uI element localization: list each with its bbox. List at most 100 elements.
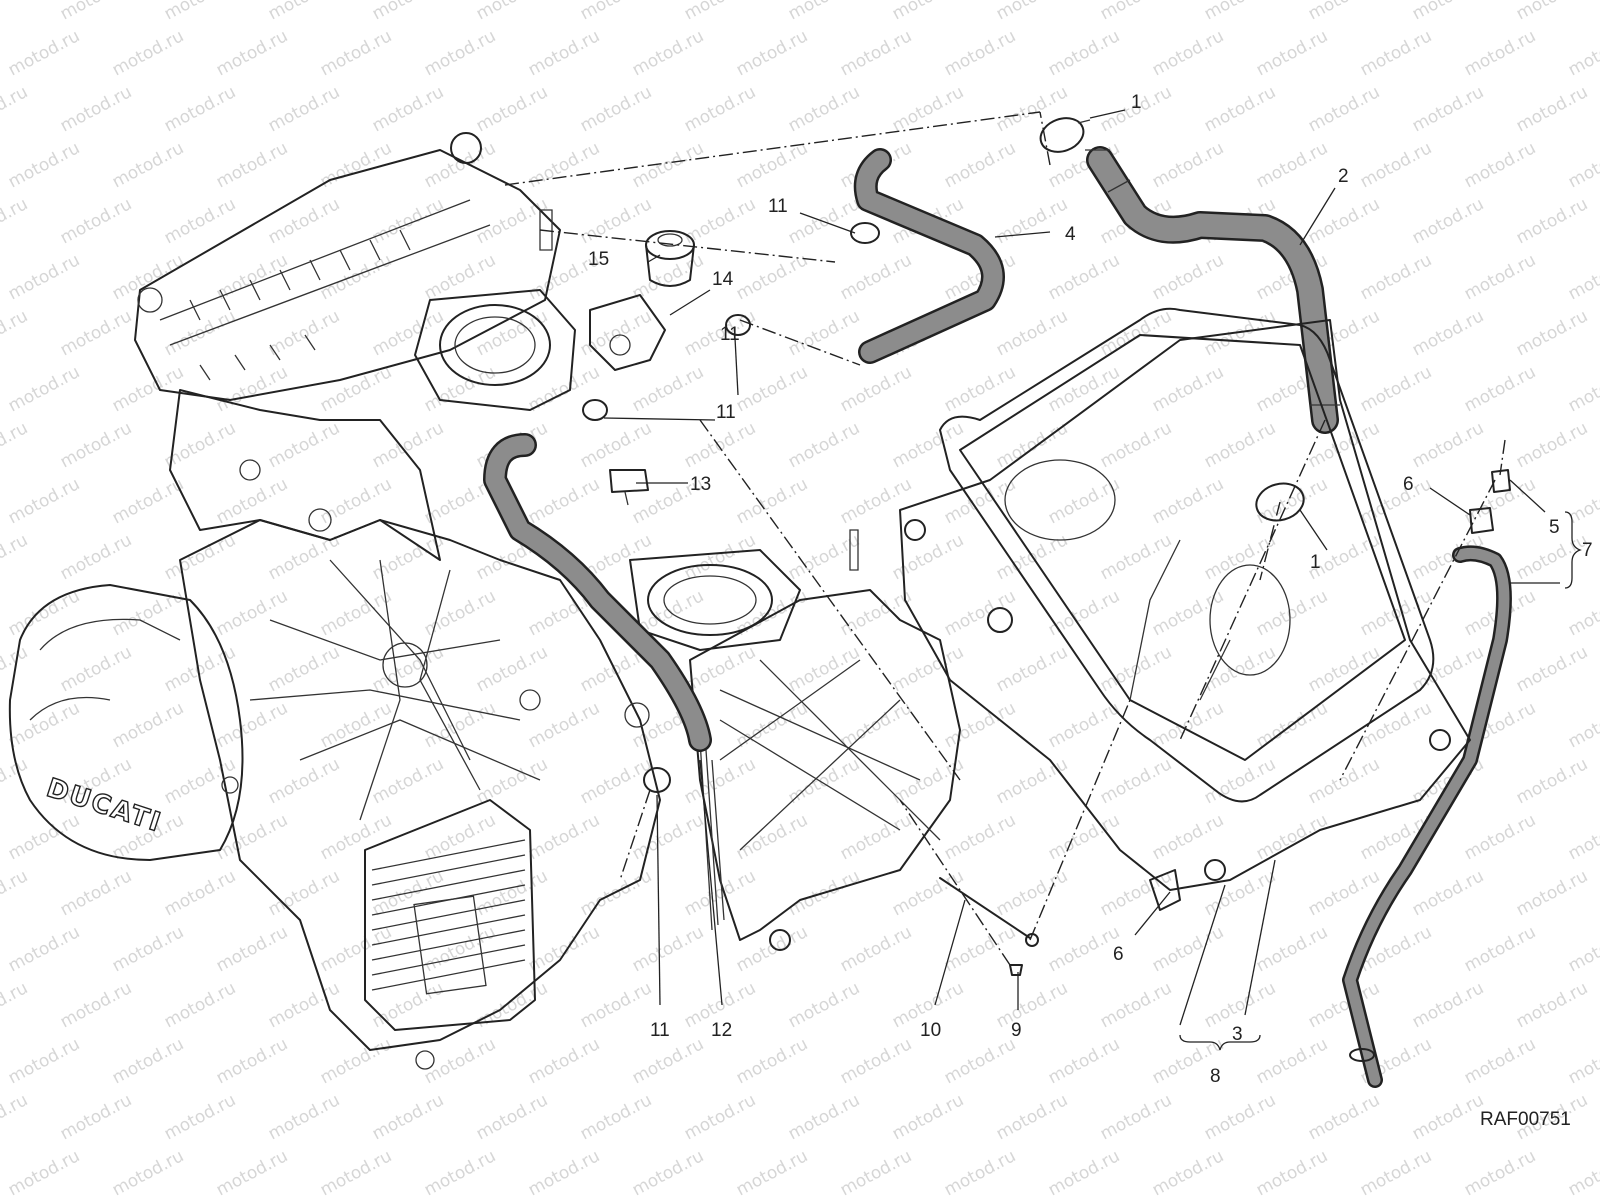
- callout-13: 13: [690, 474, 711, 495]
- watermark-text: motod.ru: [629, 1034, 707, 1088]
- watermark-text: motod.ru: [421, 26, 499, 80]
- watermark-text: motod.ru: [733, 1034, 811, 1088]
- watermark-text: motod.ru: [161, 82, 239, 136]
- watermark-text: motod.ru: [0, 82, 31, 136]
- fitting-13: [609, 469, 649, 506]
- watermark-text: motod.ru: [1097, 418, 1175, 472]
- watermark-text: motod.ru: [265, 642, 343, 696]
- watermark-text: motod.ru: [369, 0, 447, 24]
- clamp-11-top: [850, 222, 880, 244]
- watermark-text: motod.ru: [525, 698, 603, 752]
- callout-4: 4: [1065, 224, 1076, 245]
- watermark-text: motod.ru: [785, 82, 863, 136]
- watermark-text: motod.ru: [265, 418, 343, 472]
- watermark-text: motod.ru: [941, 1146, 1019, 1200]
- clamp-1-top: [1039, 117, 1091, 153]
- watermark-text: motod.ru: [1513, 642, 1591, 696]
- watermark-text: motod.ru: [5, 250, 83, 304]
- watermark-text: motod.ru: [473, 642, 551, 696]
- watermark-text: motod.ru: [421, 1146, 499, 1200]
- callout-14: 14: [712, 269, 734, 290]
- watermark-text: motod.ru: [993, 978, 1071, 1032]
- watermark-text: motod.ru: [577, 306, 655, 360]
- watermark-text: motod.ru: [5, 922, 83, 976]
- fitting-5: [1491, 469, 1511, 493]
- watermark-text: motod.ru: [1149, 810, 1227, 864]
- watermark-text: motod.ru: [109, 698, 187, 752]
- watermark-text: motod.ru: [941, 1034, 1019, 1088]
- watermark-text: motod.ru: [629, 362, 707, 416]
- watermark-text: motod.ru: [317, 1034, 395, 1088]
- watermark-text: motod.ru: [1357, 250, 1435, 304]
- callout-1a: 1: [1131, 92, 1142, 113]
- watermark-text: motod.ru: [1253, 922, 1331, 976]
- watermark-text: motod.ru: [1565, 698, 1600, 752]
- watermark-text: motod.ru: [1565, 1034, 1600, 1088]
- watermark-text: motod.ru: [733, 362, 811, 416]
- watermark-text: motod.ru: [681, 0, 759, 24]
- hose-12: [483, 433, 712, 752]
- watermark-text: motod.ru: [889, 0, 967, 24]
- watermark-text: motod.ru: [369, 978, 447, 1032]
- watermark-text: motod.ru: [1305, 1090, 1383, 1144]
- watermark-text: motod.ru: [993, 306, 1071, 360]
- watermark-text: motod.ru: [577, 0, 655, 24]
- watermark-text: motod.ru: [213, 1034, 291, 1088]
- callout-9: 9: [1011, 1020, 1022, 1041]
- watermark-text: motod.ru: [421, 698, 499, 752]
- watermark-text: motod.ru: [629, 138, 707, 192]
- watermark-text: motod.ru: [1201, 418, 1279, 472]
- watermark-text: motod.ru: [889, 82, 967, 136]
- watermark-text: motod.ru: [5, 138, 83, 192]
- watermark-text: motod.ru: [993, 194, 1071, 248]
- clamp-1-lower: [1255, 482, 1305, 522]
- vertical-cylinder-head: [134, 149, 561, 401]
- watermark-text: motod.ru: [1305, 82, 1383, 136]
- watermark-text: motod.ru: [265, 866, 343, 920]
- watermark-text: motod.ru: [1513, 418, 1591, 472]
- watermark-text: motod.ru: [213, 810, 291, 864]
- watermark-text: motod.ru: [1149, 922, 1227, 976]
- watermark-text: motod.ru: [5, 586, 83, 640]
- watermark-text: motod.ru: [1201, 754, 1279, 808]
- callout-3: 3: [1232, 1024, 1243, 1045]
- watermark-text: motod.ru: [1513, 866, 1591, 920]
- callout-7: 7: [1582, 540, 1593, 561]
- watermark-text: motod.ru: [317, 26, 395, 80]
- watermark-text: motod.ru: [837, 474, 915, 528]
- watermark-text: motod.ru: [1097, 754, 1175, 808]
- watermark-text: motod.ru: [1513, 306, 1591, 360]
- watermark-text: motod.ru: [57, 530, 135, 584]
- watermark-text: motod.ru: [213, 474, 291, 528]
- watermark-text: motod.ru: [1149, 26, 1227, 80]
- crankcase: [179, 519, 661, 1051]
- watermark-text: motod.ru: [5, 474, 83, 528]
- plug-15: [645, 230, 695, 287]
- callout-11b: 11: [716, 402, 736, 423]
- hose-2: [1085, 146, 1340, 434]
- watermark-text: motod.ru: [213, 922, 291, 976]
- watermark-text: motod.ru: [1149, 586, 1227, 640]
- callout-8: 8: [1210, 1066, 1221, 1087]
- watermark-text: motod.ru: [5, 362, 83, 416]
- watermark-text: motod.ru: [1149, 474, 1227, 528]
- watermark-text: motod.ru: [525, 1146, 603, 1200]
- watermark-text: motod.ru: [161, 1090, 239, 1144]
- callout-2: 2: [1338, 166, 1349, 187]
- clamp-11-body: [582, 399, 608, 421]
- watermark-text: motod.ru: [265, 530, 343, 584]
- watermark-text: motod.ru: [5, 1146, 83, 1200]
- sensor-14: [589, 294, 666, 371]
- watermark-text: motod.ru: [1565, 474, 1600, 528]
- watermark-text: motod.ru: [317, 922, 395, 976]
- watermark-text: motod.ru: [837, 586, 915, 640]
- watermark-text: motod.ru: [1565, 26, 1600, 80]
- watermark-text: motod.ru: [57, 866, 135, 920]
- watermark-text: motod.ru: [473, 0, 551, 24]
- watermark-text: motod.ru: [785, 978, 863, 1032]
- watermark-text: motod.ru: [941, 26, 1019, 80]
- watermark-text: motod.ru: [265, 306, 343, 360]
- callout-15: 15: [588, 249, 609, 270]
- watermark-text: motod.ru: [733, 922, 811, 976]
- watermark-text: motod.ru: [837, 1146, 915, 1200]
